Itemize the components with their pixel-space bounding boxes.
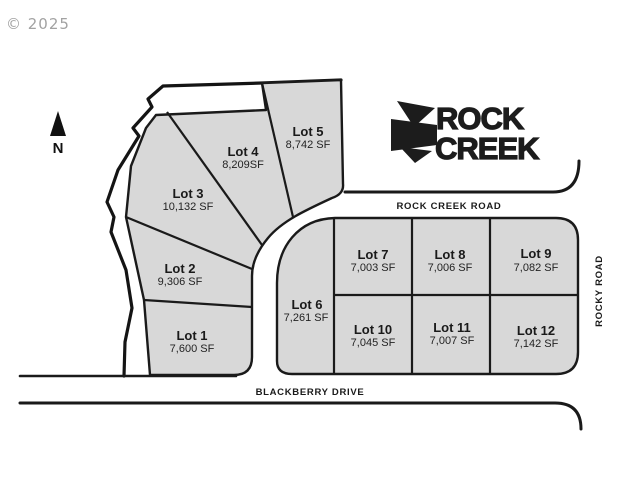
lot-9-area: 7,082 SF: [514, 262, 559, 274]
rock-creek-logo: ROCK CREEK: [391, 100, 542, 167]
lot-12-area: 7,142 SF: [514, 338, 559, 350]
lot-7-area: 7,003 SF: [351, 262, 396, 274]
lot-11-label: Lot 11 7,007 SF: [430, 320, 475, 347]
lot-3-name: Lot 3: [172, 186, 203, 201]
lot3-lot4-divider: [166, 111, 263, 246]
rock-creek-road-north-edge: [343, 159, 581, 194]
lot-3-label: Lot 3 10,132 SF: [163, 186, 214, 213]
lot-11-name: Lot 11: [433, 320, 471, 335]
lot-6-name: Lot 6: [291, 297, 322, 312]
lot-10-area: 7,045 SF: [351, 337, 396, 349]
north-arrow-icon: [50, 111, 66, 136]
lot-11-area: 7,007 SF: [430, 335, 475, 347]
lot-2-label: Lot 2 9,306 SF: [158, 261, 203, 288]
lot-6-label: Lot 6 7,261 SF: [284, 297, 329, 324]
lot-12-name: Lot 12: [517, 323, 555, 338]
lot-10-label: Lot 10 7,045 SF: [351, 322, 396, 349]
lot-1-name: Lot 1: [176, 328, 207, 343]
lot-7-label: Lot 7 7,003 SF: [351, 247, 396, 274]
lot2-lot3-divider: [125, 215, 253, 271]
lot-4-name: Lot 4: [227, 144, 259, 159]
lot-5-label: Lot 5 8,742 SF: [286, 124, 331, 151]
lot4-lot5-divider: [260, 82, 295, 218]
blackberry-drive-south-edge: [18, 401, 583, 431]
lot-7-name: Lot 7: [357, 247, 388, 262]
lot-4-area: 8,209SF: [222, 159, 264, 171]
label-rock-creek-road: ROCK CREEK ROAD: [397, 201, 502, 212]
label-blackberry-drive: BLACKBERRY DRIVE: [256, 387, 365, 398]
lot-2-name: Lot 2: [164, 261, 195, 276]
lot-8-label: Lot 8 7,006 SF: [428, 247, 473, 274]
rock-creek-logo-icon: [391, 101, 437, 163]
lot-2-area: 9,306 SF: [158, 276, 203, 288]
lot-1-label: Lot 1 7,600 SF: [170, 328, 215, 355]
lot-5-name: Lot 5: [292, 124, 323, 139]
lot-3-area: 10,132 SF: [163, 201, 214, 213]
lot-9-label: Lot 9 7,082 SF: [514, 246, 559, 274]
lot-5-area: 8,742 SF: [286, 139, 331, 151]
lot-8-name: Lot 8: [434, 247, 465, 262]
lot-4-label: Lot 4 8,209SF: [222, 144, 264, 171]
logo-text-creek: CREEK: [435, 131, 540, 166]
lot-10-name: Lot 10: [354, 322, 392, 337]
north-label: N: [53, 140, 64, 157]
label-rocky-road: ROCKY ROAD: [594, 255, 605, 327]
lot-9-name: Lot 9: [520, 246, 551, 261]
lot-6-area: 7,261 SF: [284, 312, 329, 324]
logo-text-rock: ROCK: [436, 101, 525, 136]
lot1-lot2-divider: [143, 298, 253, 309]
parcel-boundary-line: [105, 78, 343, 378]
north-compass: N: [50, 111, 66, 157]
lot-1-area: 7,600 SF: [170, 343, 215, 355]
copyright-text: © 2025: [6, 15, 70, 33]
lot-12-label: Lot 12 7,142 SF: [514, 323, 559, 350]
lot-8-area: 7,006 SF: [428, 262, 473, 274]
